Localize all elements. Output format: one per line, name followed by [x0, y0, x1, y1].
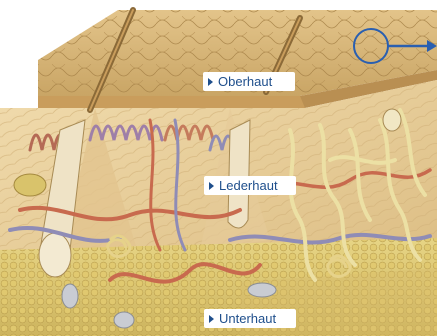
triangle-right-icon: [208, 78, 213, 86]
label-lederhaut-text: Lederhaut: [219, 178, 278, 193]
label-unterhaut: Unterhaut: [204, 309, 296, 328]
triangle-right-icon: [209, 315, 214, 323]
label-oberhaut-text: Oberhaut: [218, 74, 272, 89]
label-oberhaut: Oberhaut: [203, 72, 295, 91]
label-unterhaut-text: Unterhaut: [219, 311, 276, 326]
triangle-right-icon: [209, 182, 214, 190]
label-lederhaut: Lederhaut: [204, 176, 296, 195]
